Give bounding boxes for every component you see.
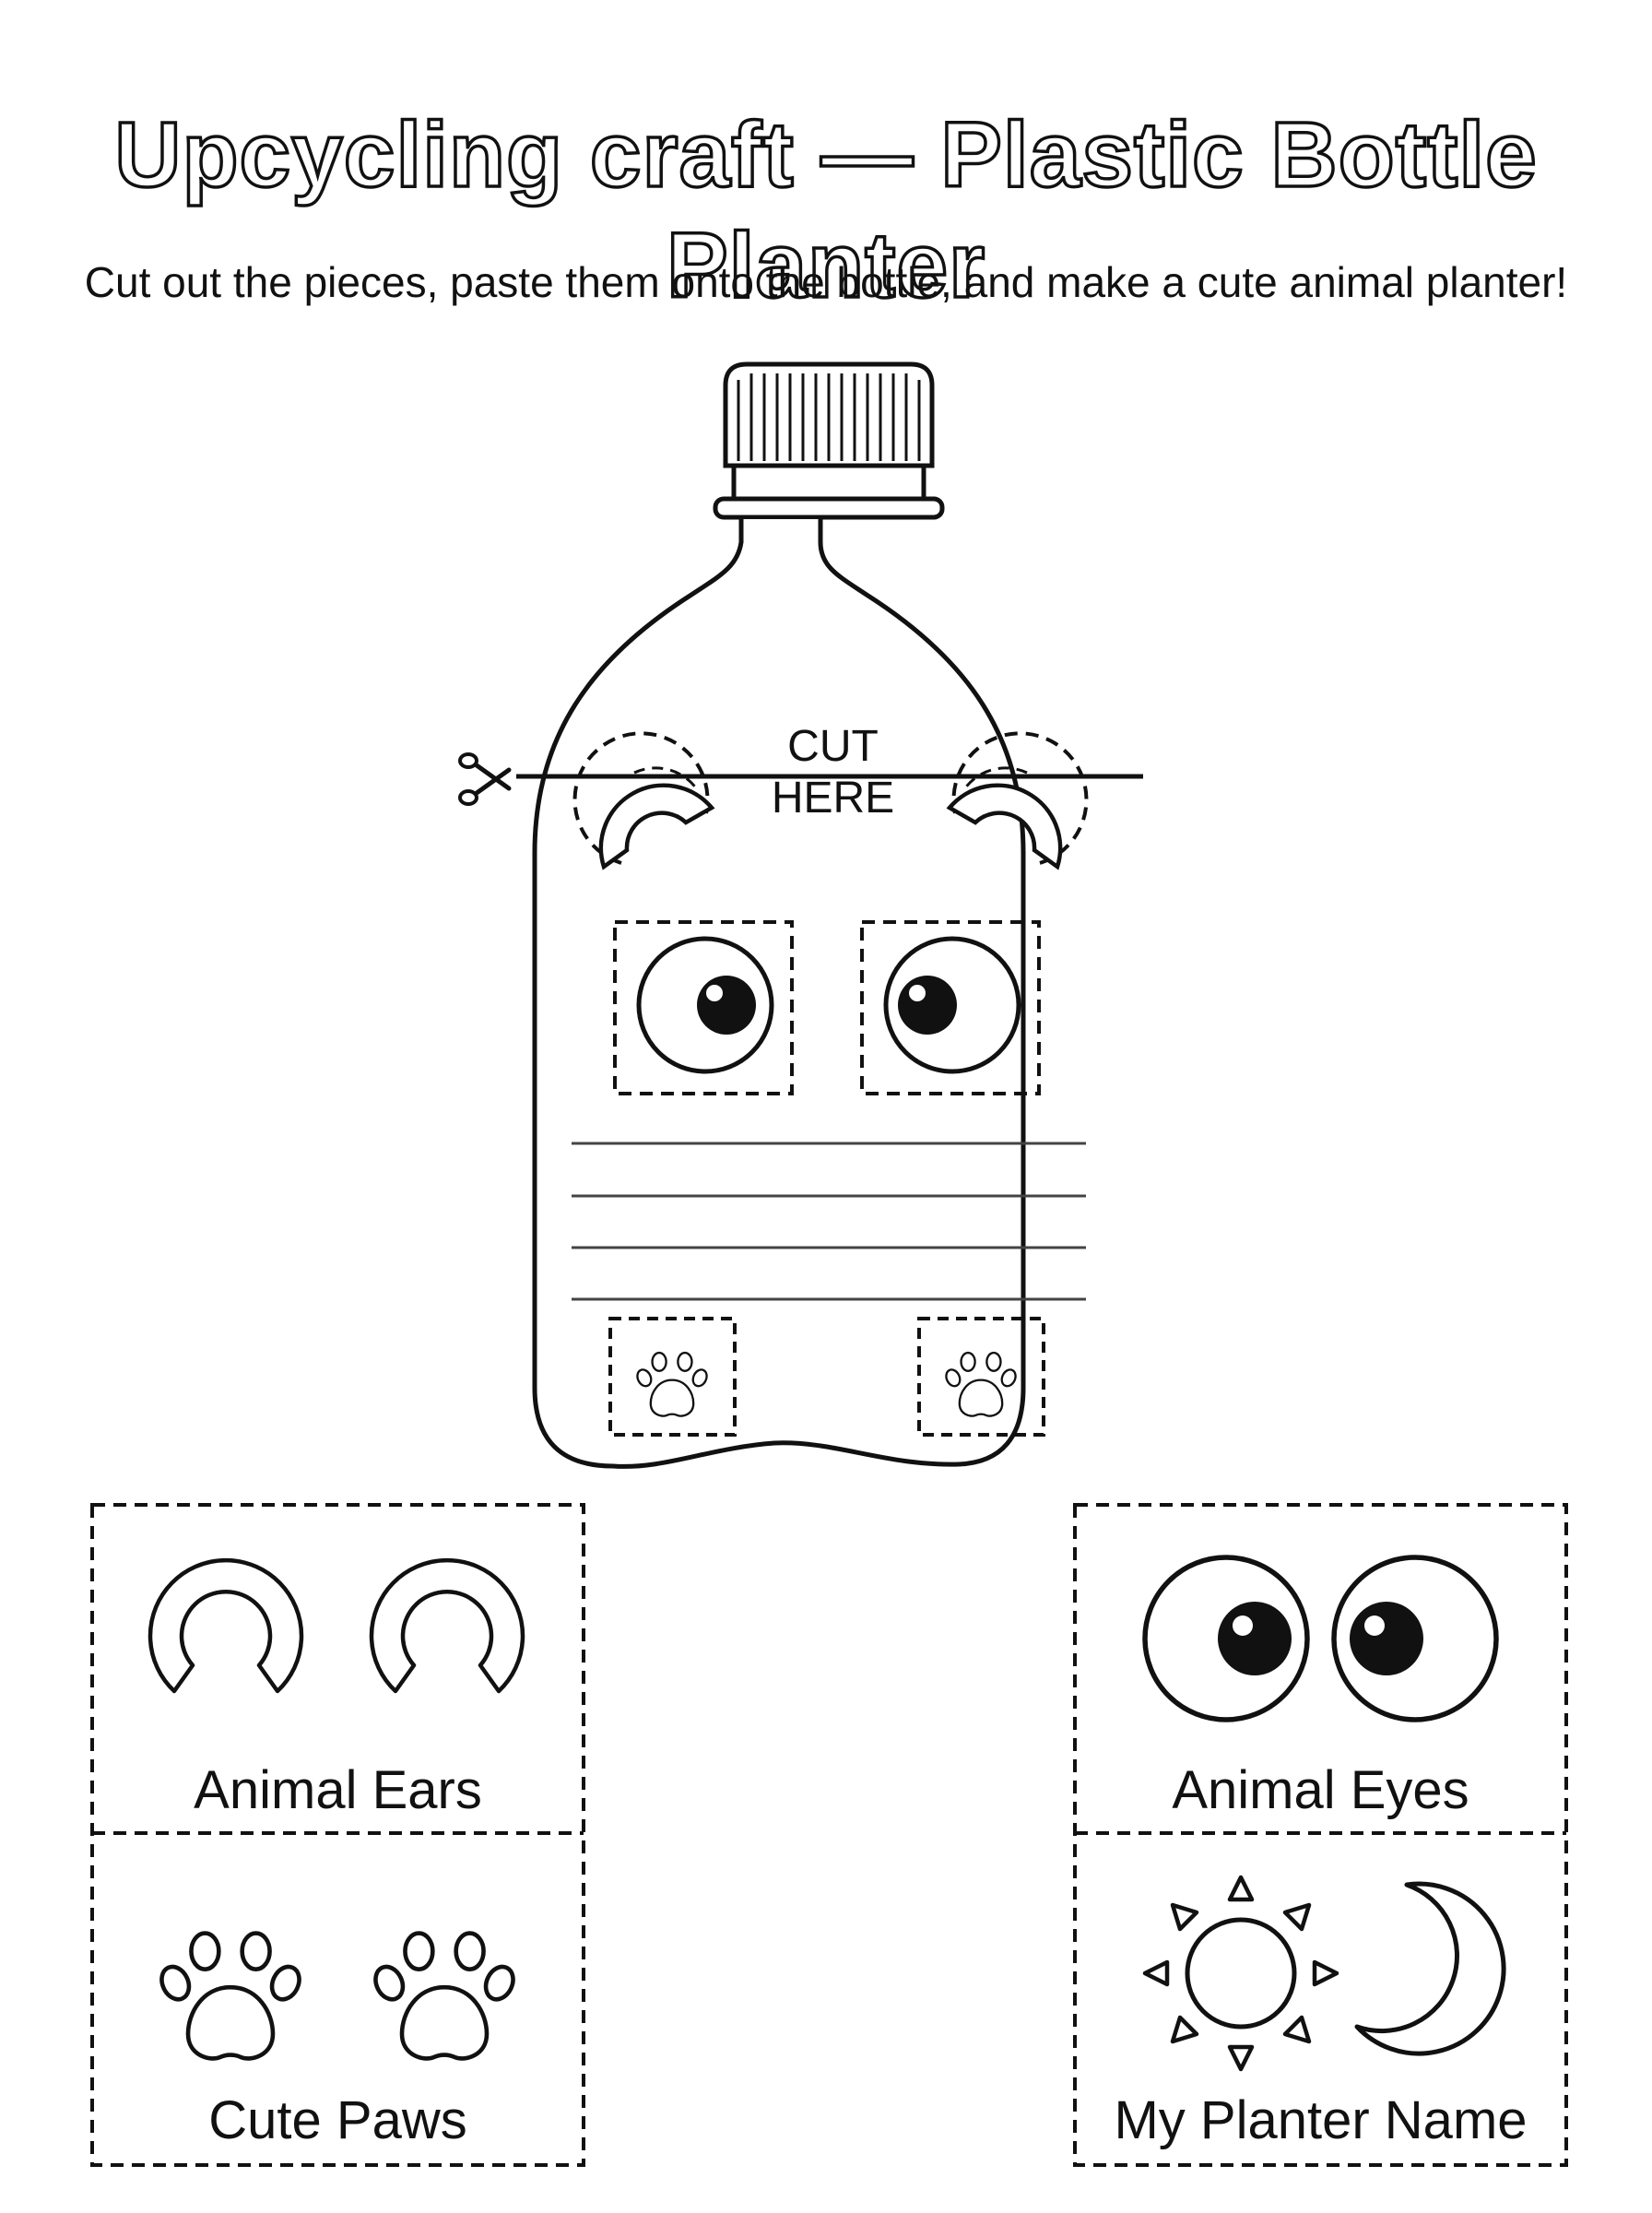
bottle-illustration	[458, 361, 1143, 1469]
page-title: Upcycling craft — Plastic Bottle Planter	[113, 101, 1539, 319]
bottle-eye-left	[613, 920, 794, 1095]
cutout-card-left	[90, 1503, 585, 2167]
bottle-eye-right	[860, 920, 1041, 1095]
cut-here-label: CUT HERE	[771, 722, 895, 822]
sun-icon	[1142, 1875, 1339, 2072]
bottle-cap	[713, 361, 945, 520]
ear-icon	[150, 1560, 523, 1691]
animal-eyes-label: Animal Eyes	[1172, 1760, 1469, 1820]
bottle-paw-left	[608, 1317, 737, 1437]
bottle-paw-right	[917, 1317, 1045, 1437]
moon-icon	[1354, 1881, 1506, 2056]
animal-ears-label: Animal Ears	[194, 1760, 482, 1820]
bottle-body	[532, 519, 1026, 1469]
eye-icon	[1142, 1555, 1499, 1722]
cute-paws-label: Cute Paws	[208, 2090, 467, 2150]
bottle-ear-left	[572, 731, 715, 870]
scissors-icon	[458, 752, 512, 806]
planter-name-label: My Planter Name	[1114, 2090, 1528, 2150]
name-writing-lines	[572, 1142, 1086, 1301]
cutout-card-right	[1073, 1503, 1568, 2167]
bottle-ear-right	[946, 731, 1089, 870]
paw-icon	[157, 1934, 518, 2059]
page-instructions: Cut out the pieces, paste them onto the …	[84, 258, 1568, 306]
